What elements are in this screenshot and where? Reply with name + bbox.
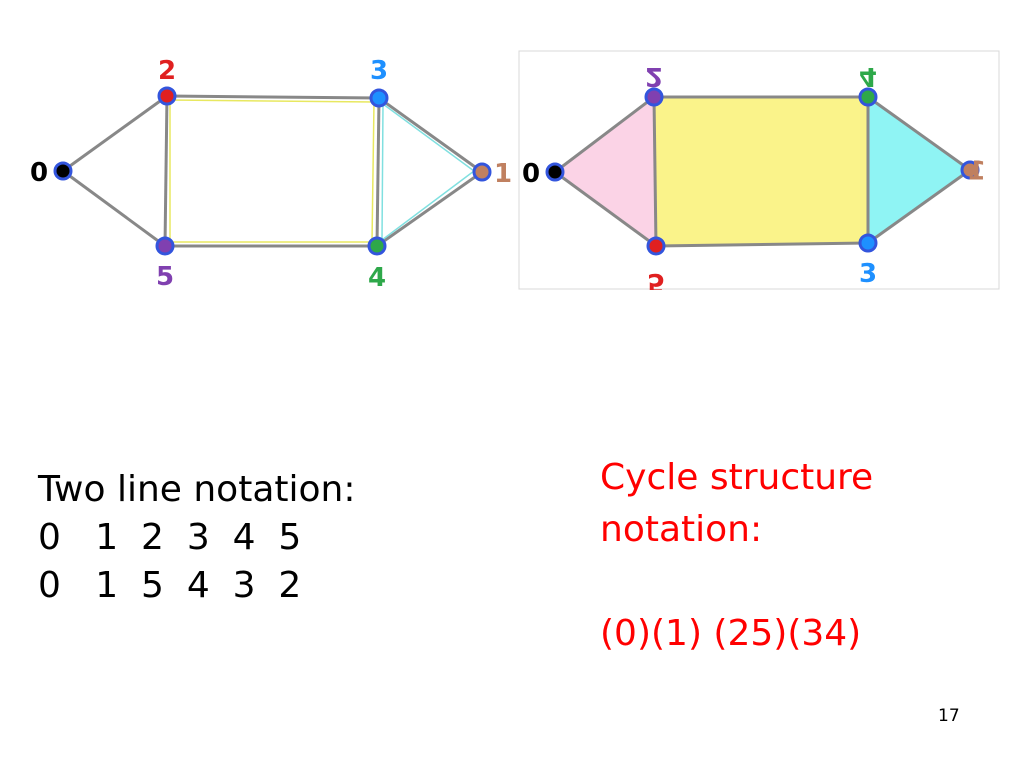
square-face-outline <box>169 99 375 243</box>
vertex-3 <box>369 88 389 108</box>
edge-4-1 <box>376 170 483 248</box>
vertex-5 <box>646 236 666 256</box>
right-triangle-face <box>868 97 970 243</box>
spacer <box>600 556 873 608</box>
vertex-1 <box>960 160 980 180</box>
edge-5-3 <box>655 241 869 248</box>
vertex-3 <box>858 233 878 253</box>
vertex-label-1: 1 <box>494 159 512 189</box>
page-number: 17 <box>938 706 960 726</box>
triangle-face-outline <box>381 103 476 242</box>
graph-edges <box>554 95 971 248</box>
edge-0-2 <box>554 95 655 174</box>
graph-vertices <box>545 87 980 256</box>
graph-faces <box>555 97 970 246</box>
edge-4-1 <box>867 95 971 172</box>
square-face <box>654 97 868 246</box>
two-line-row-top: 0 1 2 3 4 5 <box>38 517 302 558</box>
cycle-structure-notation: Cycle structure notation: (0)(1) (25)(34… <box>600 452 873 660</box>
vertex-label-5: 5 <box>647 267 665 290</box>
graph-edges <box>62 94 483 248</box>
edge-3-4 <box>375 97 381 247</box>
original-graph-diagram: 0 2 3 1 5 4 <box>30 56 512 293</box>
left-triangle-face <box>555 97 656 246</box>
two-line-heading: Two line notation: <box>38 469 356 510</box>
vertex-label-0: 0 <box>522 159 540 189</box>
vertex-label-4: 4 <box>368 263 386 293</box>
vertex-label-1: 1 <box>968 157 986 187</box>
vertex-0 <box>545 162 565 182</box>
edge-2-3 <box>166 94 380 100</box>
two-line-row-bottom: 0 1 5 4 3 2 <box>38 565 302 606</box>
vertex-label-3: 3 <box>859 259 877 289</box>
two-line-notation: Two line notation: 0 1 2 3 4 5 0 1 5 4 3… <box>38 466 355 610</box>
reflected-graph-diagram: 0 2 4 1 5 3 <box>518 50 1000 290</box>
vertex-labels: 0 2 4 1 5 3 <box>522 61 986 290</box>
vertex-2 <box>644 87 664 107</box>
vertex-2 <box>157 86 177 106</box>
vertex-label-5: 5 <box>156 262 174 292</box>
vertex-5 <box>155 236 175 256</box>
vertex-label-0: 0 <box>30 158 48 188</box>
vertex-4 <box>367 236 387 256</box>
vertex-0 <box>53 161 73 181</box>
vertex-labels: 0 2 3 1 5 4 <box>30 56 512 293</box>
graph-vertices <box>53 86 492 256</box>
edge-0-5 <box>62 169 166 248</box>
vertex-label-2: 2 <box>645 61 663 91</box>
edge-2-5 <box>163 95 169 247</box>
edge-3-1 <box>867 168 971 245</box>
vertex-label-3: 3 <box>370 56 388 86</box>
edge-2-5 <box>652 96 658 247</box>
edge-0-5 <box>554 170 657 248</box>
cycle-heading-line1: Cycle structure <box>600 457 874 498</box>
edge-0-2 <box>62 94 168 173</box>
vertex-label-2: 2 <box>158 56 176 86</box>
vertex-1 <box>472 162 492 182</box>
vertex-label-4: 4 <box>859 61 877 91</box>
edge-3-1 <box>378 96 483 174</box>
vertex-4 <box>858 87 878 107</box>
cycle-value: (0)(1) (25)(34) <box>600 613 862 654</box>
cycle-heading-line2: notation: <box>600 509 763 550</box>
